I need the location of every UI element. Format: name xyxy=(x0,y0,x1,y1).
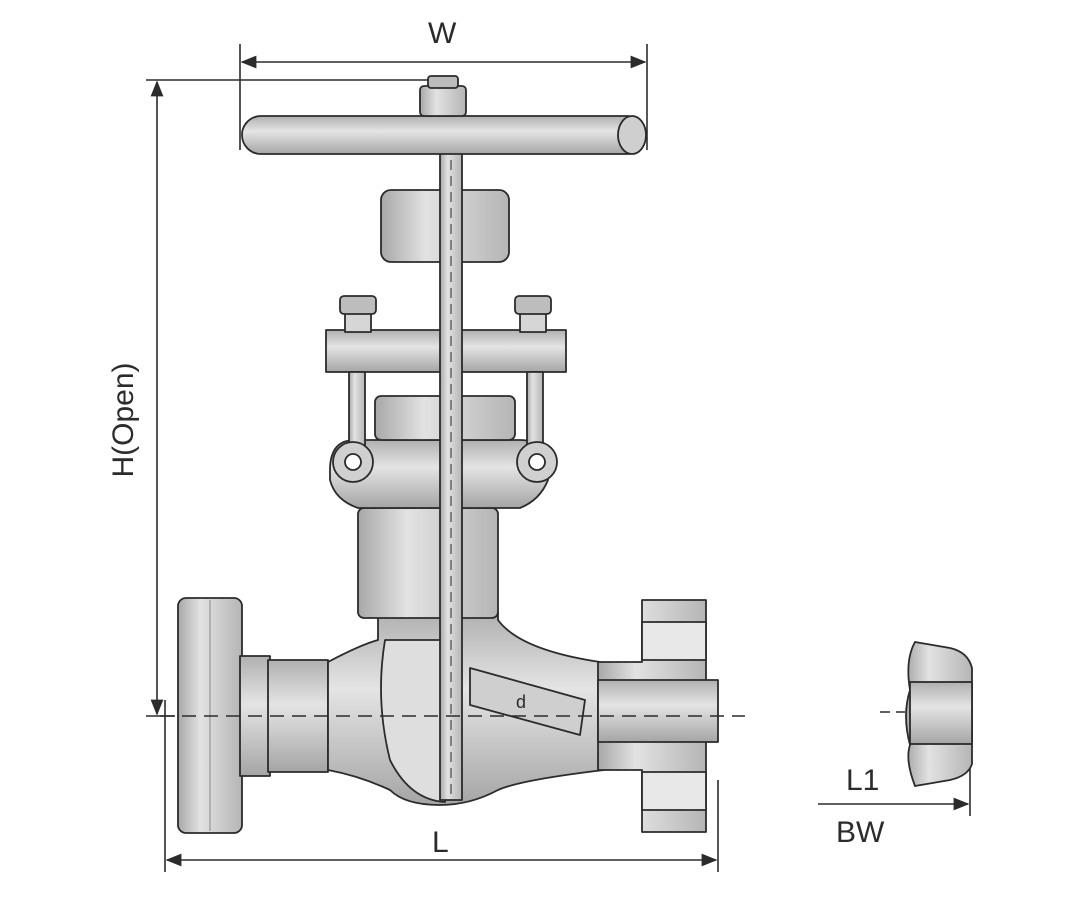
dimension-label-l1: L1 xyxy=(846,764,879,797)
dimension-label-w: W xyxy=(428,17,457,50)
dimension-lines xyxy=(146,44,971,872)
bonnet-neck xyxy=(357,507,499,619)
dimension-label-l: L xyxy=(432,826,449,859)
dimension-label-h-open: H(Open) xyxy=(107,362,140,477)
dimension-label-bw: BW xyxy=(836,816,885,849)
bore-label-d: d xyxy=(516,692,526,712)
handwheel xyxy=(241,75,647,155)
right-eyebolt xyxy=(514,295,558,483)
yoke xyxy=(329,439,549,509)
left-eyebolt xyxy=(332,295,377,483)
butt-weld-end-detail xyxy=(880,641,973,788)
valve-assembly: d xyxy=(160,75,745,834)
